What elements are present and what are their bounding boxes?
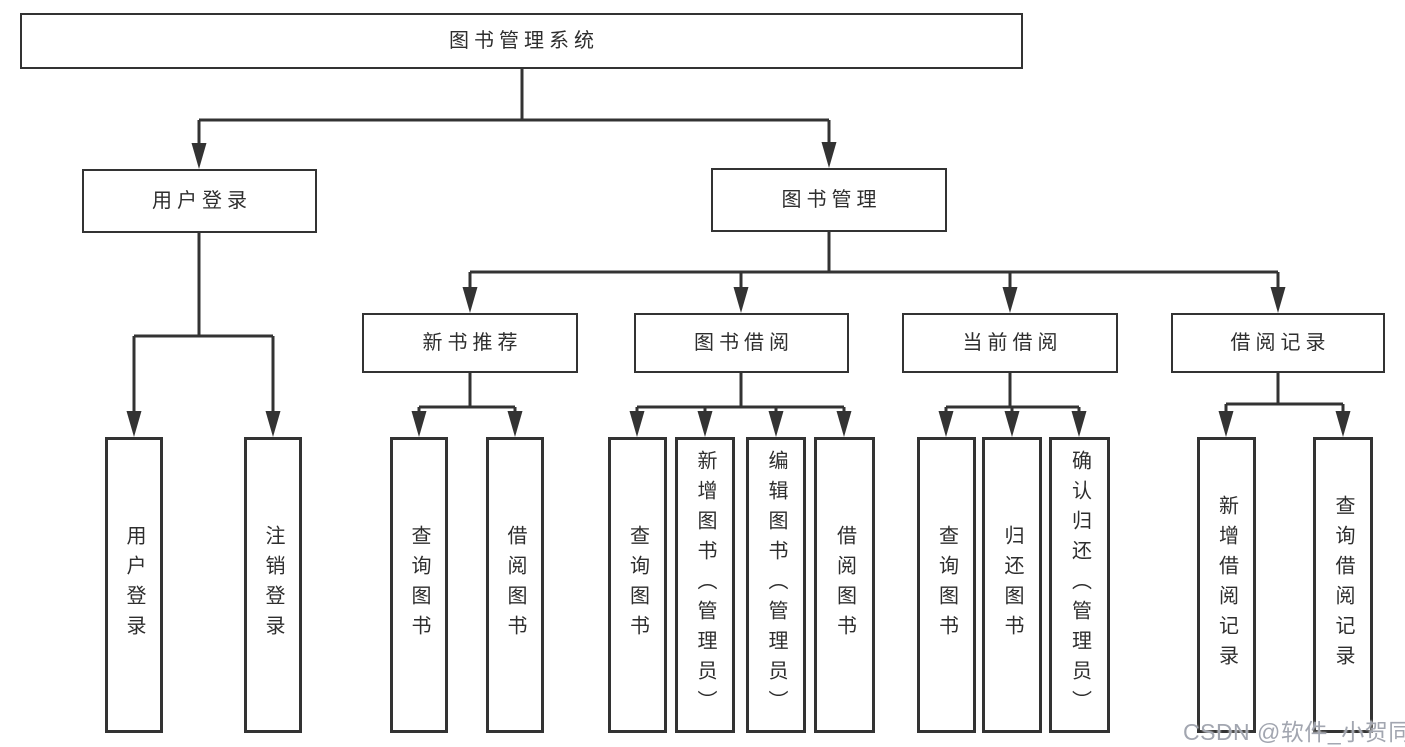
arrowheads — [126, 142, 1351, 437]
node-label: 图书借阅 — [694, 332, 794, 354]
node-query-borrow-record: 查询借阅记录 — [1313, 437, 1373, 733]
node-query-books-newbook: 查询图书 — [390, 437, 448, 733]
node-root: 图书管理系统 — [20, 13, 1023, 69]
node-borrow-records: 借阅记录 — [1171, 313, 1385, 373]
node-label: 借阅记录 — [1230, 332, 1331, 354]
node-query-books-borrow: 查询图书 — [608, 437, 667, 733]
node-new-book-recommend: 新书推荐 — [362, 313, 578, 373]
node-label: 图书管理 — [781, 189, 882, 211]
node-label: 编辑图书（管理员） — [765, 450, 787, 720]
node-borrow-books-leaf: 借阅图书 — [814, 437, 875, 733]
node-edit-book-admin: 编辑图书（管理员） — [746, 437, 806, 733]
node-book-management: 图书管理 — [711, 168, 947, 232]
node-label: 用户登录 — [123, 525, 145, 645]
node-label: 查询图书 — [626, 525, 649, 645]
node-label: 注销登录 — [262, 525, 284, 645]
node-label: 当前借阅 — [962, 332, 1063, 354]
node-label: 归还图书 — [1001, 525, 1023, 645]
node-user-login-leaf: 用户登录 — [105, 437, 163, 733]
node-user-login: 用户登录 — [82, 169, 317, 233]
node-book-borrow: 图书借阅 — [634, 313, 849, 373]
node-label: 借阅图书 — [833, 525, 856, 645]
node-label: 查询图书 — [935, 525, 958, 645]
node-label: 借阅图书 — [504, 525, 526, 645]
node-return-book: 归还图书 — [982, 437, 1042, 733]
node-logout-leaf: 注销登录 — [244, 437, 302, 733]
node-confirm-return-admin: 确认归还（管理员） — [1049, 437, 1110, 733]
node-label: 用户登录 — [152, 190, 252, 212]
node-query-books-current: 查询图书 — [917, 437, 976, 733]
node-label: 查询图书 — [408, 525, 430, 645]
node-label: 查询借阅记录 — [1332, 495, 1354, 675]
node-label: 新增图书（管理员） — [694, 450, 716, 720]
node-current-borrow: 当前借阅 — [902, 313, 1118, 373]
node-label: 新增借阅记录 — [1215, 495, 1238, 675]
node-borrow-books-newbook: 借阅图书 — [486, 437, 544, 733]
node-add-book-admin: 新增图书（管理员） — [675, 437, 735, 733]
node-label: 新书推荐 — [422, 332, 523, 354]
connector-paths — [132, 68, 1345, 419]
node-label: 图书管理系统 — [449, 30, 599, 52]
node-add-borrow-record: 新增借阅记录 — [1197, 437, 1256, 733]
node-label: 确认归还（管理员） — [1068, 450, 1091, 720]
watermark: CSDN @软件_小贺同学 — [1183, 719, 1405, 745]
